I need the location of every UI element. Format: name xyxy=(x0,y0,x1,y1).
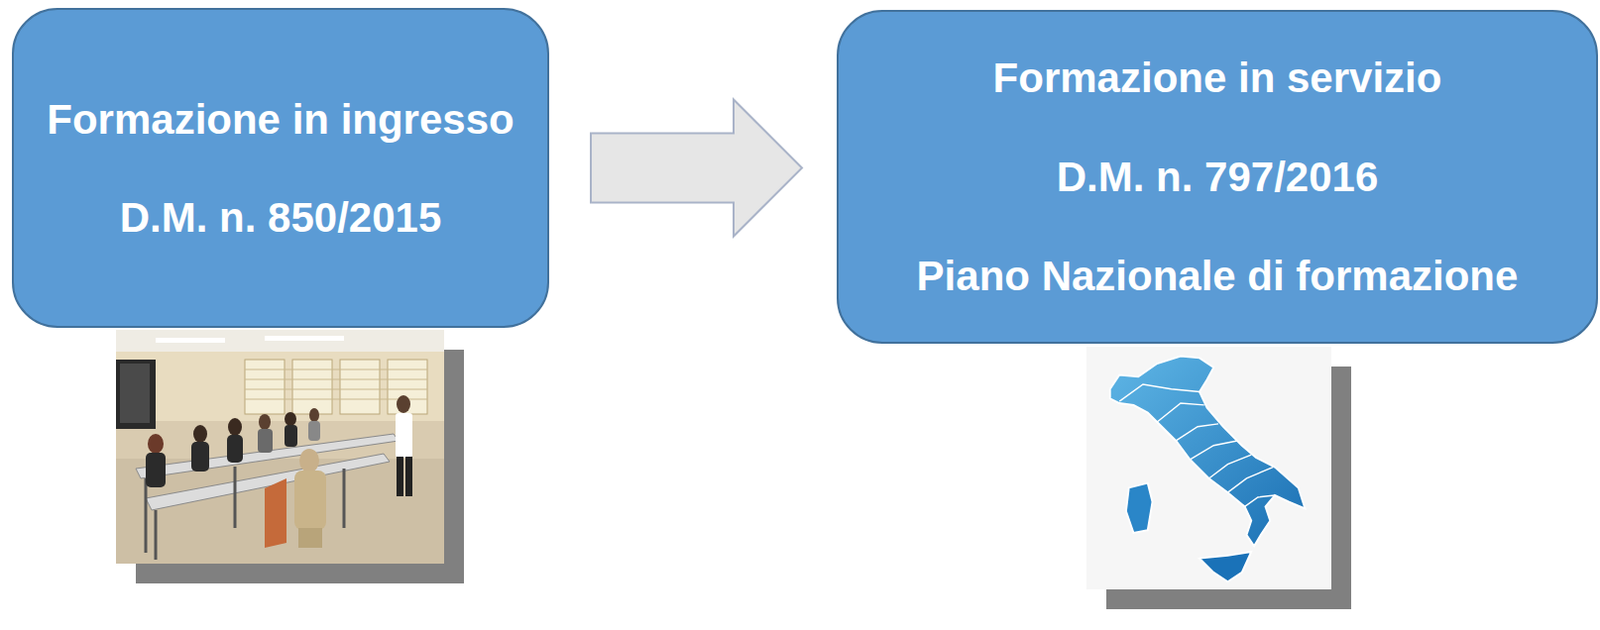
italy-illustration xyxy=(1086,346,1332,590)
process-box: Formazione in ingressoD.M. n. 850/2015 xyxy=(11,7,550,329)
box-text: D.M. n. 797/2016 xyxy=(1056,140,1379,214)
classroom-illustration xyxy=(115,330,445,565)
process-box: Formazione in servizioD.M. n. 797/2016Pi… xyxy=(836,9,1599,344)
italy-map xyxy=(1086,346,1352,610)
box-heading: Formazione in ingresso xyxy=(46,83,514,156)
block-arrow xyxy=(590,100,802,237)
box-heading: Formazione in servizio xyxy=(993,41,1443,115)
classroom-photo xyxy=(115,330,445,565)
box-text: D.M. n. 850/2015 xyxy=(119,181,443,254)
box-text: Piano Nazionale di formazione xyxy=(916,239,1519,313)
